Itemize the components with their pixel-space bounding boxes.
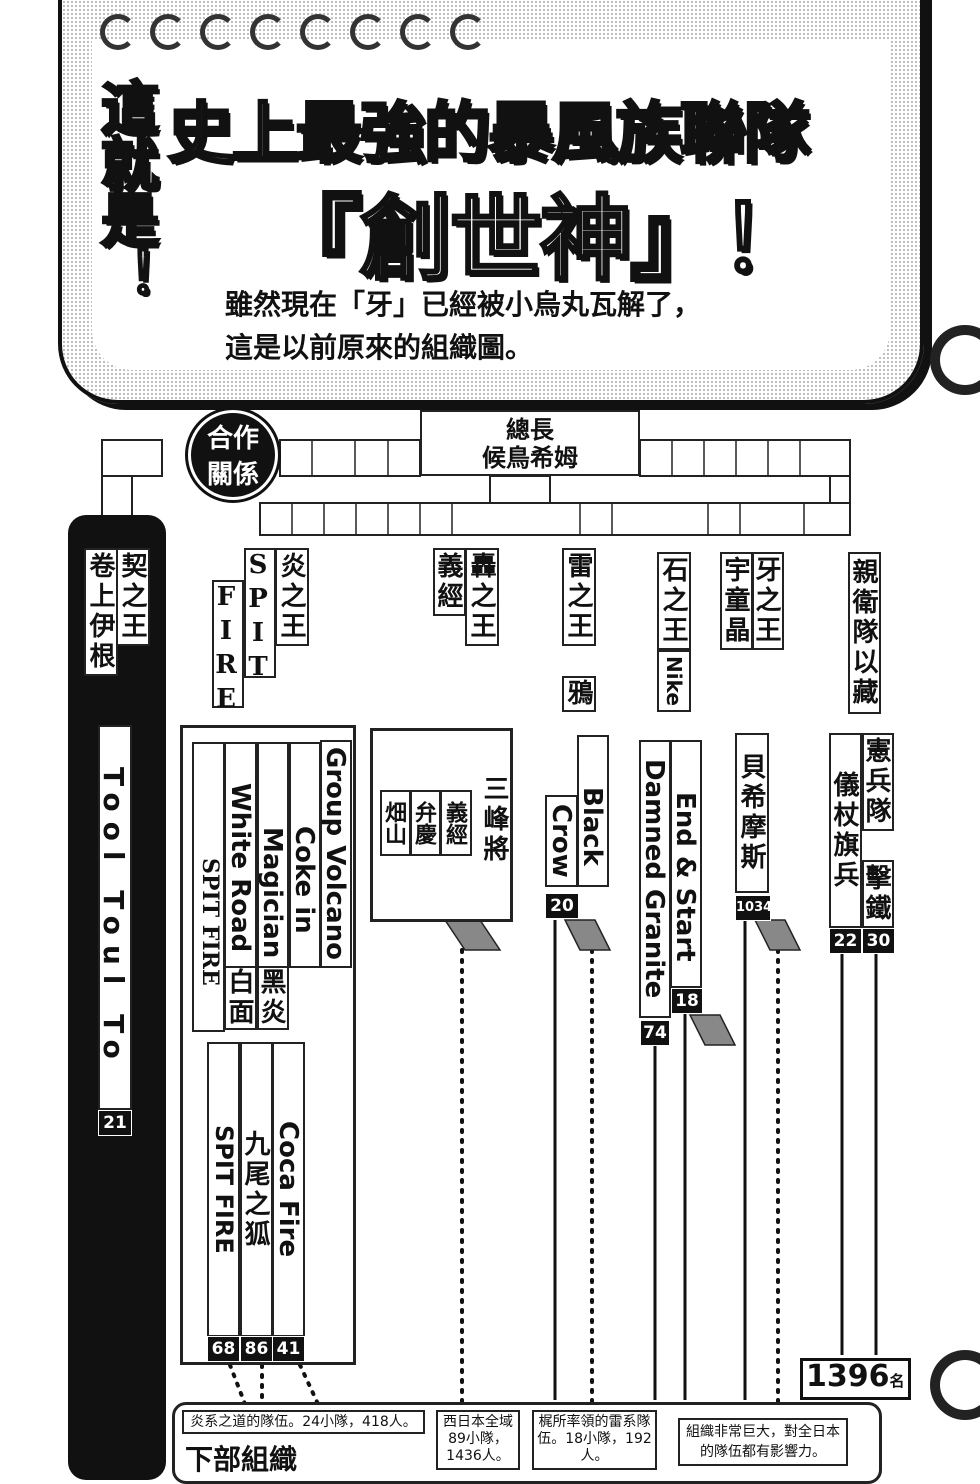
king-roar: 轟之王 (465, 548, 499, 646)
team-behemoth: 貝希摩斯 (735, 733, 769, 893)
king-fang-member: 宇童晶 (720, 552, 753, 650)
note-roar: 西日本全域89小隊，1436人。 (436, 1410, 520, 1470)
king-fire-member: SPIT (243, 548, 276, 686)
count-18: 18 (671, 988, 703, 1014)
note-fang: 組織非常巨大，對全日本的隊伍都有影響力。 (678, 1418, 848, 1466)
note-thunder: 梶所率領的雷系隊伍。18小隊，192人。 (532, 1410, 657, 1470)
total-value: 1396 (806, 1359, 890, 1394)
team-magician: Magician (257, 742, 289, 968)
member-hatayama: 畑山 (380, 790, 411, 856)
ring-icon (930, 1350, 980, 1420)
subtitle-line2: 這是以前原來的組織圖。 (225, 331, 534, 364)
ring-icon (930, 325, 980, 395)
team-spit-fire-2: SPIT FIRE (207, 1042, 240, 1337)
allied-team: Tool Toul To (97, 725, 132, 1110)
subtitle-line1: 雖然現在「牙」已經被小烏丸瓦解了， (225, 288, 702, 321)
count-86: 86 (240, 1336, 273, 1362)
ring-icon (150, 14, 186, 50)
team-crow: Crow (545, 795, 578, 887)
team-white-road: White Road (224, 742, 257, 968)
sub-black-flame: 黑炎 (256, 966, 289, 1030)
leader-box: 總長 候鳥希姆 (420, 410, 640, 476)
team-honor-guard: 儀杖旗兵 (829, 733, 862, 928)
title-line1: 史上最強的暴風族聯隊 (167, 94, 812, 174)
title-line2: 『創世神』！ (268, 185, 813, 295)
count-41: 41 (272, 1336, 305, 1362)
allied-king: 契之王 (116, 548, 150, 646)
ring-icon (300, 14, 336, 50)
team-hammer: 擊鐵 (861, 860, 894, 928)
member-yoshitsune: 義經 (440, 790, 472, 856)
king-stone-member: Nike (657, 650, 691, 712)
total-count: 1396名 (800, 1358, 911, 1400)
team-nine-tails: 九尾之狐 (240, 1042, 273, 1337)
count-20: 20 (545, 893, 579, 919)
count-74: 74 (640, 1020, 670, 1046)
king-roar-member: 義經 (433, 548, 466, 616)
king-fire: 炎之王 (275, 548, 309, 646)
group-leader-sanpo: 三峰將 (479, 775, 509, 865)
ring-icon (350, 14, 386, 50)
team-spit-fire: SPIT FIRE (192, 742, 225, 1032)
king-fire-member2: FIRE (211, 580, 244, 718)
sub-white-face: 白面 (224, 966, 257, 1030)
team-coca-fire: Coca Fire (272, 1042, 305, 1337)
total-unit: 名 (889, 1372, 905, 1390)
king-fang: 牙之王 (751, 552, 784, 650)
allied-member: 卷上伊根 (84, 548, 118, 676)
team-coke-in: Coke in (289, 742, 321, 968)
count-22: 22 (829, 928, 862, 954)
guard-captain: 親衛隊以藏 (848, 552, 881, 714)
ring-icon (100, 14, 136, 50)
team-group-volcano: Group Volcano (320, 740, 352, 968)
king-stone: 石之王 (657, 552, 691, 650)
count-68: 68 (207, 1336, 240, 1362)
ring-icon (450, 14, 486, 50)
sub-organization-label: 下部組織 (185, 1443, 298, 1476)
team-damned-granite: Damned Granite (639, 740, 671, 1018)
allied-count: 21 (98, 1110, 132, 1136)
cooperation-label: 合作關係 (206, 424, 259, 490)
count-30: 30 (862, 928, 895, 954)
leader-title: 總長 (506, 416, 554, 444)
title-panel (58, 0, 924, 404)
lead-text: 這就是！ (90, 77, 161, 304)
ring-icon (400, 14, 436, 50)
member-benkei: 弁慶 (410, 790, 441, 856)
ring-icon (250, 14, 286, 50)
leader-name: 候鳥希姆 (482, 444, 578, 472)
count-1034: 1034 (735, 895, 772, 921)
ring-icon (200, 14, 236, 50)
team-end-and-start: End & Start (670, 740, 702, 988)
king-thunder: 雷之王 (562, 548, 596, 646)
team-military-police: 憲兵隊 (861, 733, 894, 831)
king-thunder-member: 鴉 (562, 676, 596, 712)
note-fire: 炎系之道的隊伍。24小隊，418人。 (182, 1410, 425, 1434)
team-black: Black (577, 735, 609, 887)
cooperation-badge: 合作關係 (185, 407, 281, 503)
